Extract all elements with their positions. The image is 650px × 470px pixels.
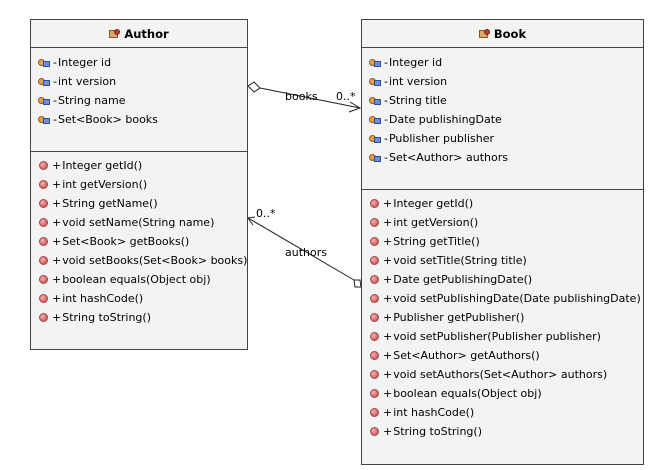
- author-method[interactable]: +void setName(String name): [38, 213, 214, 232]
- field-icon: [38, 58, 50, 68]
- book-attribute[interactable]: -Publisher publisher: [369, 129, 494, 148]
- book-method[interactable]: +int getVersion(): [369, 213, 478, 232]
- author-attribute[interactable]: -Integer id: [38, 53, 111, 72]
- method-icon: [39, 313, 48, 322]
- association-books-role: books: [285, 90, 318, 103]
- book-method[interactable]: +int hashCode(): [369, 403, 474, 422]
- author-method[interactable]: +void setBooks(Set<Book> books): [38, 251, 247, 270]
- book-method[interactable]: +void setTitle(String title): [369, 251, 527, 270]
- class-icon: [478, 28, 490, 39]
- book-method[interactable]: +Publisher getPublisher(): [369, 308, 524, 327]
- method-icon: [370, 427, 379, 436]
- method-icon: [370, 256, 379, 265]
- book-method[interactable]: +void setAuthors(Set<Author> authors): [369, 365, 607, 384]
- author-method[interactable]: +String getName(): [38, 194, 158, 213]
- method-icon: [370, 389, 379, 398]
- book-method[interactable]: +boolean equals(Object obj): [369, 384, 542, 403]
- book-method[interactable]: +Set<Author> getAuthors(): [369, 346, 540, 365]
- method-icon: [370, 351, 379, 360]
- method-icon: [370, 294, 379, 303]
- class-book-name: Book: [493, 26, 527, 41]
- method-icon: [39, 218, 48, 227]
- class-book-header: Book: [362, 20, 643, 48]
- method-icon: [370, 275, 379, 284]
- method-icon: [39, 180, 48, 189]
- class-author-attributes: -Integer id -int version -String name -S…: [31, 48, 247, 152]
- author-method[interactable]: +Set<Book> getBooks(): [38, 232, 189, 251]
- book-method[interactable]: +void setPublishingDate(Date publishingD…: [369, 289, 641, 308]
- class-author[interactable]: Author -Integer id -int version -String …: [30, 19, 248, 350]
- method-icon: [370, 237, 379, 246]
- book-method[interactable]: +void setPublisher(Publisher publisher): [369, 327, 601, 346]
- class-book-attributes: -Integer id -int version -String title -…: [362, 48, 643, 190]
- class-author-header: Author: [31, 20, 247, 48]
- method-icon: [39, 256, 48, 265]
- method-icon: [370, 218, 379, 227]
- method-icon: [39, 237, 48, 246]
- arrow-head-icon: [247, 216, 256, 226]
- field-icon: [38, 115, 50, 125]
- book-attribute[interactable]: -int version: [369, 72, 447, 91]
- field-icon: [38, 77, 50, 87]
- method-icon: [370, 313, 379, 322]
- book-method[interactable]: +Date getPublishingDate(): [369, 270, 532, 289]
- author-method[interactable]: +String toString(): [38, 308, 151, 327]
- association-books-multiplicity: 0..*: [336, 90, 356, 103]
- association-authors-multiplicity: 0..*: [256, 207, 276, 220]
- book-attribute[interactable]: -String title: [369, 91, 447, 110]
- association-authors-role: authors: [285, 246, 327, 259]
- method-icon: [39, 275, 48, 284]
- field-icon: [38, 96, 50, 106]
- method-icon: [370, 370, 379, 379]
- field-icon: [369, 77, 381, 87]
- method-icon: [370, 332, 379, 341]
- arrow-head-icon: [348, 101, 362, 113]
- book-method[interactable]: +String getTitle(): [369, 232, 480, 251]
- book-attribute[interactable]: -Date publishingDate: [369, 110, 502, 129]
- method-icon: [39, 294, 48, 303]
- field-icon: [369, 153, 381, 163]
- author-method[interactable]: +boolean equals(Object obj): [38, 270, 211, 289]
- author-method[interactable]: +Integer getId(): [38, 156, 142, 175]
- method-icon: [39, 199, 48, 208]
- author-method[interactable]: +int hashCode(): [38, 289, 143, 308]
- field-icon: [369, 134, 381, 144]
- method-icon: [370, 199, 379, 208]
- field-icon: [369, 58, 381, 68]
- class-book[interactable]: Book -Integer id -int version -String ti…: [361, 19, 644, 465]
- aggregation-diamond: [247, 81, 261, 93]
- field-icon: [369, 96, 381, 106]
- book-attribute[interactable]: -Set<Author> authors: [369, 148, 508, 167]
- association-authors[interactable]: [247, 216, 362, 288]
- association-books[interactable]: [247, 81, 362, 113]
- method-icon: [370, 408, 379, 417]
- author-method[interactable]: +int getVersion(): [38, 175, 147, 194]
- aggregation-diamond: [353, 279, 362, 288]
- method-icon: [39, 161, 48, 170]
- author-attribute[interactable]: -Set<Book> books: [38, 110, 158, 129]
- class-author-name: Author: [124, 26, 169, 41]
- book-method[interactable]: +String toString(): [369, 422, 482, 441]
- book-attribute[interactable]: -Integer id: [369, 53, 442, 72]
- author-attribute[interactable]: -String name: [38, 91, 126, 110]
- book-method[interactable]: +Integer getId(): [369, 194, 473, 213]
- class-icon: [109, 28, 121, 39]
- field-icon: [369, 115, 381, 125]
- author-attribute[interactable]: -int version: [38, 72, 116, 91]
